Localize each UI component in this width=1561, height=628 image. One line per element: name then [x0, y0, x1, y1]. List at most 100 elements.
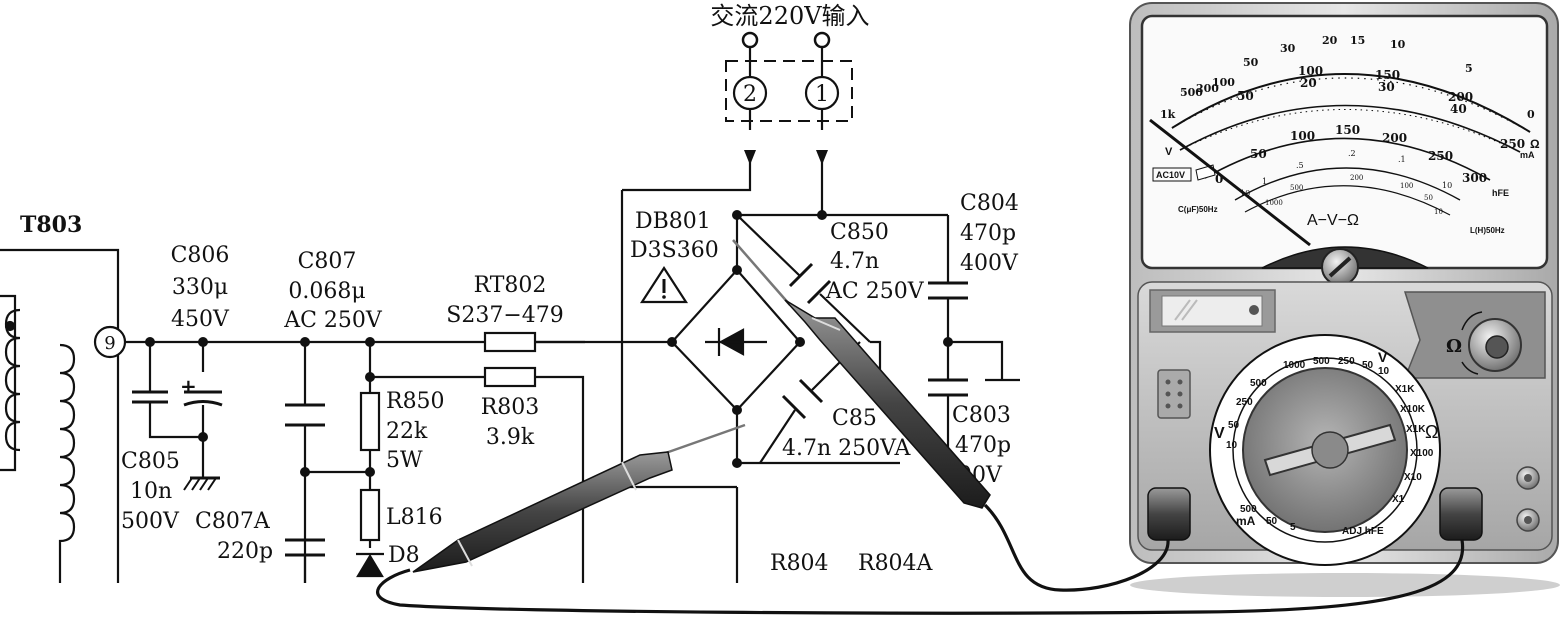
- svg-text:50: 50: [1237, 89, 1254, 103]
- svg-text:500: 500: [1180, 86, 1203, 99]
- c803-value: 470p: [955, 433, 1011, 458]
- svg-text:10: 10: [1390, 38, 1406, 51]
- input-pin-1: [804, 75, 840, 111]
- probe-plug-right: [1439, 487, 1483, 541]
- c806-voltage: 450V: [171, 307, 230, 332]
- svg-text:200: 200: [1382, 131, 1407, 145]
- svg-text:10: 10: [1434, 208, 1443, 216]
- svg-text:150: 150: [1375, 68, 1400, 82]
- l816-body: [359, 488, 381, 542]
- svg-text:.5: .5: [1296, 161, 1304, 170]
- range-selector-dial[interactable]: [1209, 334, 1441, 566]
- svg-text:100: 100: [1290, 129, 1315, 143]
- svg-text:1000: 1000: [1265, 199, 1283, 207]
- svg-text:50: 50: [1424, 194, 1433, 202]
- rt802-ref: RT802: [474, 273, 547, 298]
- c850-ref: C850: [830, 220, 889, 245]
- probe-plug-left: [1147, 487, 1191, 541]
- rt802-body: [483, 331, 537, 353]
- meter-face-labels: AC10V C(μF)50Hz L(H)50Hz A−V−Ω hFE Ω mA …: [1152, 137, 1540, 235]
- cf-label: C(μF)50Hz: [1178, 205, 1218, 214]
- c805-voltage: 500V: [121, 509, 180, 534]
- r803-ref: R803: [481, 395, 540, 420]
- input-pin-1-label: 1: [815, 82, 829, 107]
- c804-voltage: 400V: [960, 251, 1019, 276]
- scale-arc1: 1k 500 200 100 50 30 20 15 10 5 0: [1160, 34, 1535, 121]
- v-face-label: V: [1165, 146, 1173, 158]
- svg-text:30: 30: [1280, 42, 1296, 55]
- r850-ref: R850: [386, 389, 445, 414]
- ma-face-label: mA: [1520, 150, 1535, 160]
- svg-text:ADJ hFE: ADJ hFE: [1342, 526, 1384, 537]
- scale-arc2: 100 20 150 30 200 40 250 50: [1237, 64, 1525, 151]
- multimeter: 1k 500 200 100 50 30 20 15 10 5 0 100 20…: [1129, 2, 1560, 597]
- ac10v-label: AC10V: [1156, 170, 1185, 180]
- r850-watt: 5W: [386, 448, 423, 473]
- svg-text:30: 30: [1378, 80, 1395, 94]
- dial-labels: 1000 500 250 50 10 X1K X10K X1K X100 X10…: [1214, 349, 1438, 537]
- svg-text:200: 200: [1196, 82, 1219, 95]
- hfe-face-label: hFE: [1492, 188, 1509, 198]
- svg-text:500: 500: [1290, 184, 1303, 192]
- svg-text:10: 10: [1226, 440, 1238, 451]
- input-connector: 2 1: [725, 31, 853, 122]
- meter-scales: [1171, 73, 1531, 216]
- r850-body: [359, 391, 381, 452]
- c806-plus: +: [180, 374, 197, 398]
- d8-ref: D8: [388, 543, 420, 568]
- input-pin-2: [732, 75, 768, 111]
- svg-text:X1K: X1K: [1395, 384, 1415, 395]
- svg-text:50: 50: [1250, 147, 1267, 161]
- svg-text:5: 5: [1465, 62, 1473, 75]
- svg-text:15: 15: [1350, 34, 1365, 47]
- svg-text:500: 500: [1240, 504, 1257, 515]
- c807-voltage: AC 250V: [283, 308, 383, 333]
- warning-icon: [639, 265, 689, 304]
- svg-text:X1: X1: [1392, 494, 1405, 505]
- zero-adjust-screw[interactable]: [1321, 248, 1359, 286]
- c850-value: 4.7n: [830, 249, 879, 274]
- c804-value: 470p: [960, 221, 1016, 246]
- c804-ref: C804: [960, 191, 1019, 216]
- svg-text:.1: .1: [1398, 155, 1406, 164]
- c807-value: 0.068μ: [288, 279, 365, 304]
- component-labels: C806 330μ 450V C807 0.068μ AC 250V RT802…: [121, 191, 1019, 576]
- c807a-value: 220p: [217, 539, 273, 564]
- c805-ref: C805: [121, 449, 180, 474]
- c806-value: 330μ: [172, 275, 228, 300]
- ohm-adjust-knob[interactable]: [1468, 318, 1522, 372]
- svg-text:300: 300: [1462, 171, 1487, 185]
- probe-jacks[interactable]: [1516, 466, 1540, 532]
- svg-text:V: V: [1214, 425, 1225, 442]
- c806-ref: C806: [171, 243, 230, 268]
- svg-text:5: 5: [1290, 522, 1296, 533]
- diode-d8: [356, 552, 384, 578]
- svg-text:V: V: [1378, 349, 1388, 365]
- db801-value: D3S360: [630, 238, 719, 263]
- c805-value: 10n: [130, 479, 172, 504]
- r850-value: 22k: [386, 419, 428, 444]
- scale-arc3: 0 50 100 150 200 250 300: [1215, 123, 1487, 186]
- t803-ref: T803: [20, 212, 82, 238]
- svg-text:100: 100: [1212, 76, 1235, 89]
- svg-text:250: 250: [1428, 149, 1453, 163]
- meter-needle: [1149, 118, 1311, 247]
- ohm-adjust-label: Ω: [1446, 336, 1462, 357]
- svg-text:0: 0: [1527, 108, 1535, 121]
- svg-text:250: 250: [1338, 356, 1355, 367]
- resistors: [359, 331, 537, 542]
- avo-label: A−V−Ω: [1307, 212, 1359, 229]
- t803-pin-label: 9: [104, 333, 115, 354]
- svg-text:0: 0: [1215, 172, 1223, 186]
- svg-text:.2: .2: [1348, 149, 1356, 158]
- c851-value: 4.7n 250VA: [782, 436, 912, 461]
- c807-ref: C807: [298, 249, 357, 274]
- hfe-socket: [1157, 369, 1191, 419]
- svg-text:100: 100: [1400, 182, 1413, 190]
- svg-text:X100: X100: [1410, 448, 1434, 459]
- svg-text:10: 10: [1378, 366, 1390, 377]
- omega-face-label: Ω: [1530, 137, 1540, 151]
- scale-arc5: 1000 500 200 100 50 10: [1265, 174, 1443, 216]
